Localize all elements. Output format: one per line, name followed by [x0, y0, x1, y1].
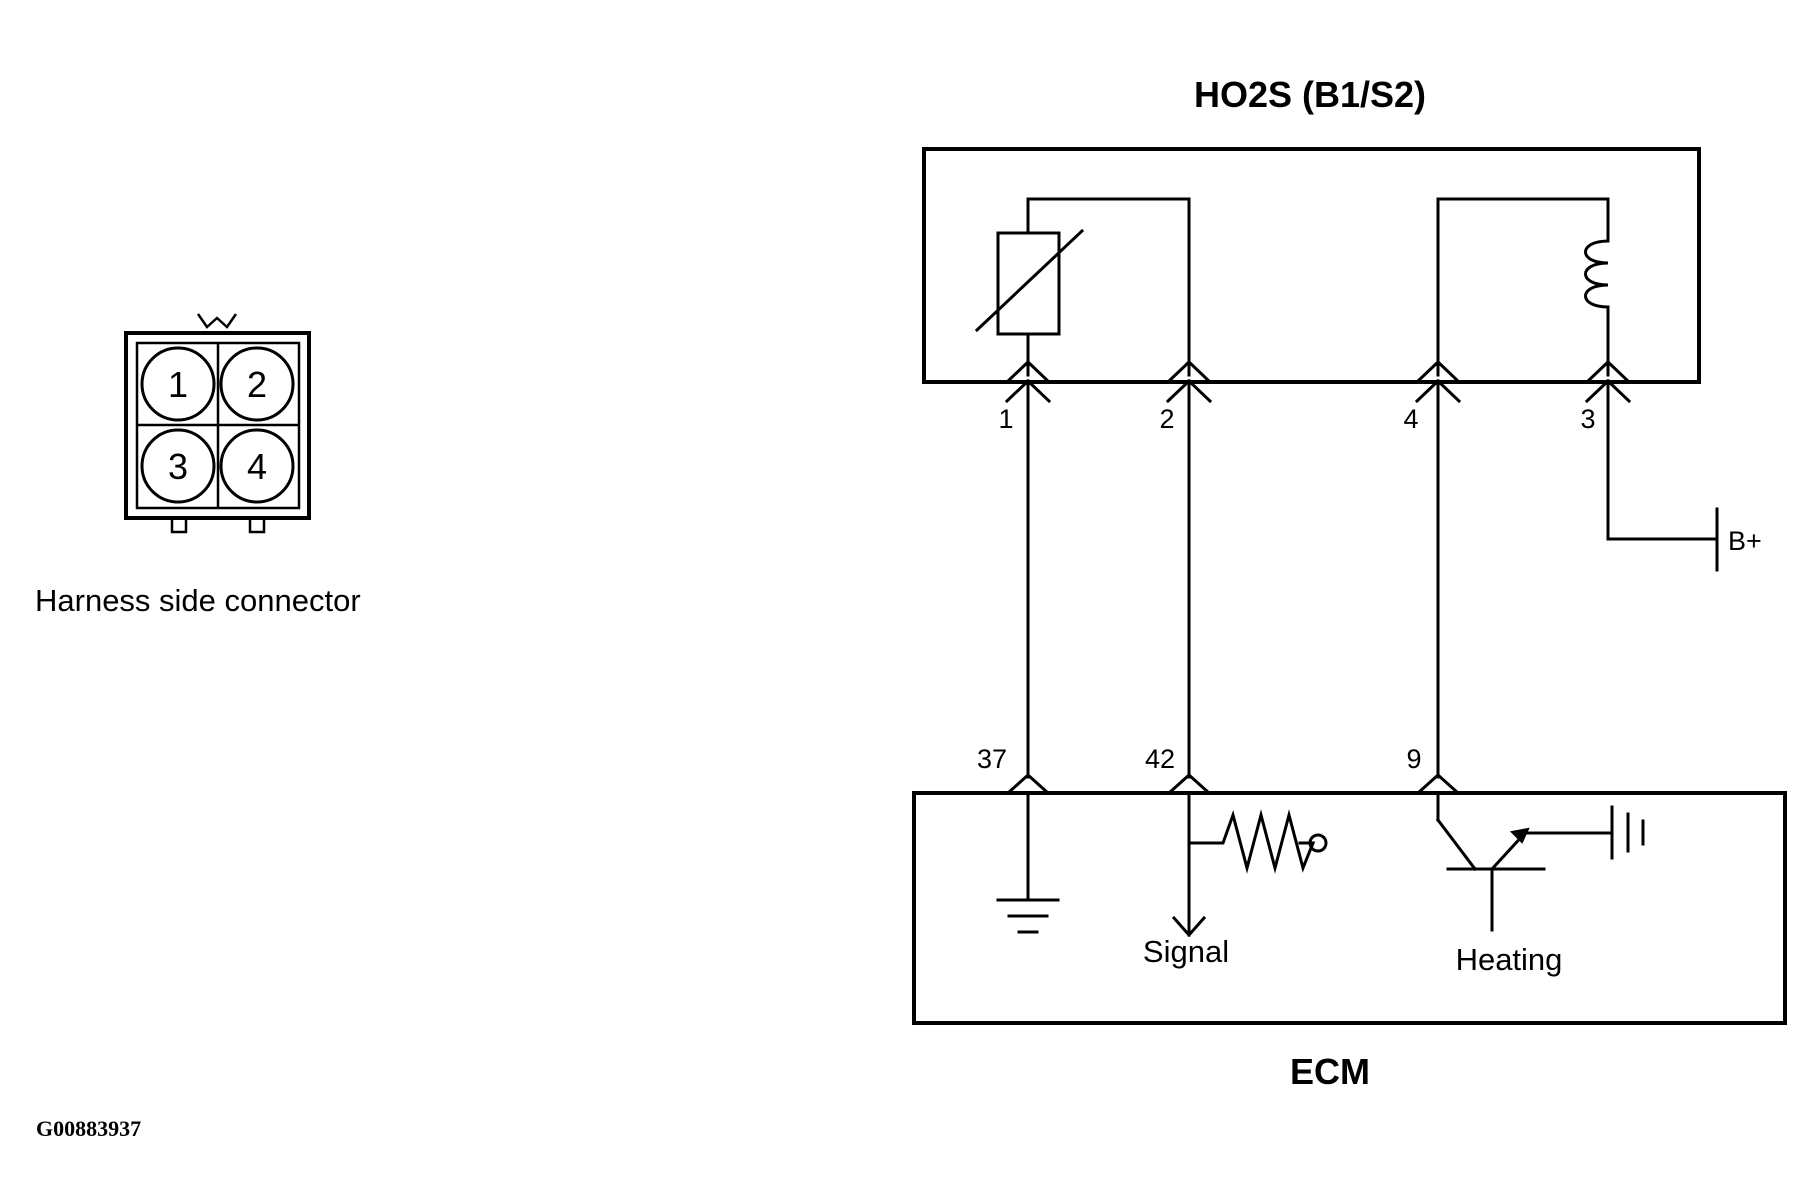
- sensor-pin-label-3: 3: [1580, 404, 1595, 434]
- connector-foot-left: [170, 516, 188, 534]
- battery-label: B+: [1728, 526, 1762, 556]
- chassis-ground-icon: [1610, 805, 1645, 860]
- connector-body: [124, 331, 311, 520]
- connector-foot-right: [248, 516, 266, 534]
- sensor-pin-4-chevron: [1414, 359, 1462, 385]
- connector-cavity-2: [219, 346, 295, 422]
- sensor-pin-1-chevron: [1004, 359, 1052, 385]
- cavity-label-2: 2: [247, 364, 267, 405]
- wire-pin3-to-battery: [1606, 379, 1719, 541]
- ecm-pin-label-9: 9: [1406, 744, 1421, 774]
- transistor-icon: [1435, 791, 1614, 932]
- ecm-body: [912, 791, 1787, 1025]
- figure-id: G00883937: [36, 1116, 141, 1141]
- heating-label: Heating: [1456, 942, 1563, 977]
- cavity-label-3: 3: [168, 446, 188, 487]
- ecm-title: ECM: [1290, 1051, 1370, 1092]
- cavity-label-1: 1: [168, 364, 188, 405]
- ground-icon: [996, 898, 1060, 934]
- ecm-pin-label-37: 37: [977, 744, 1007, 774]
- ecm-box: Signal Heating: [912, 772, 1787, 1025]
- sensor-body: [922, 147, 1701, 384]
- pullup-resistor-icon: [1187, 809, 1316, 874]
- ecm-pin-37-chevron: [1005, 772, 1051, 796]
- sensor-pin-label-2: 2: [1159, 404, 1174, 434]
- heater-coil-icon: [1584, 239, 1610, 377]
- ecm-pin-9-chevron: [1415, 772, 1461, 796]
- heater-internal-loop: [1436, 197, 1610, 377]
- variable-resistor-arrow: [974, 228, 1085, 333]
- sensor-pin-label-1: 1: [998, 404, 1013, 434]
- harness-connector: 1 2 3 4 Harness side connector: [35, 313, 361, 618]
- ecm-pin-label-42: 42: [1145, 744, 1175, 774]
- connector-cavity-1: [140, 346, 216, 422]
- cavity-label-4: 4: [247, 446, 267, 487]
- sensor-title: HO2S (B1/S2): [1194, 74, 1426, 115]
- signal-label: Signal: [1143, 934, 1229, 969]
- sensor-internal-loop: [1026, 197, 1191, 377]
- sensor-pin-2-chevron: [1165, 359, 1213, 385]
- signal-arrow-icon: [1171, 915, 1207, 938]
- sensor-box: [922, 147, 1701, 404]
- connector-cavity-4: [219, 428, 295, 504]
- connector-latch-icon: [196, 313, 238, 329]
- connector-cavity-3: [140, 428, 216, 504]
- connector-caption: Harness side connector: [35, 583, 361, 618]
- reference-terminal-icon: [1308, 833, 1328, 853]
- ecm-pin-42-chevron: [1166, 772, 1212, 796]
- sensor-pin-label-4: 4: [1403, 404, 1418, 434]
- sensor-pin-3-chevron: [1584, 359, 1632, 385]
